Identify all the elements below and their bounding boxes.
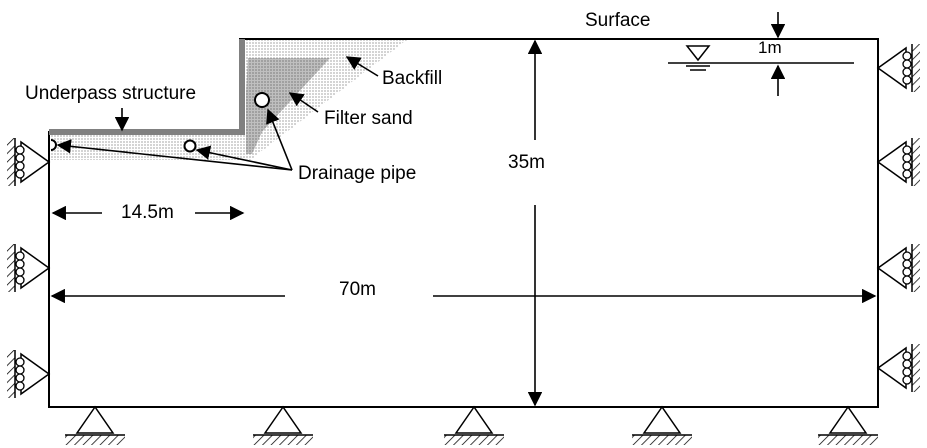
roller-support-icon <box>876 138 920 186</box>
offset-dimension-label: 14.5m <box>121 202 174 223</box>
backfill-leader <box>345 56 379 77</box>
backfill-label: Backfill <box>382 68 443 89</box>
drainage-pipe-label: Drainage pipe <box>298 163 417 184</box>
roller-support-icon <box>876 244 920 292</box>
drainage-pipe-small <box>183 139 197 153</box>
roller-support-icon <box>7 138 51 186</box>
roller-support-icon <box>7 244 51 292</box>
pin-support-icon <box>253 405 313 445</box>
surface-label: Surface <box>585 10 651 31</box>
pin-support-icon <box>65 405 125 445</box>
underpass-structure <box>49 39 245 135</box>
underpass-structure-label: Underpass structure <box>25 83 197 104</box>
drainage-pipe-large <box>254 92 270 108</box>
roller-support-icon <box>876 344 920 392</box>
filter-sand-leader <box>288 92 319 113</box>
drainage-leader-3 <box>56 139 293 171</box>
drainage-pipe-half <box>50 139 57 151</box>
pin-support-icon <box>632 405 692 445</box>
pin-support-icon <box>444 405 504 445</box>
drainage-leader-2 <box>195 145 293 171</box>
roller-support-icon <box>876 44 920 92</box>
water-table-icon <box>685 45 711 71</box>
pin-support-icon <box>818 405 878 445</box>
filter-sand-region <box>246 58 330 154</box>
width-dimension-label: 70m <box>339 279 376 300</box>
water-depth-label: 1m <box>758 38 782 57</box>
height-dimension-label: 35m <box>508 152 545 173</box>
roller-support-icon <box>7 350 51 398</box>
filter-sand-label: Filter sand <box>324 108 413 129</box>
drainage-leader-1 <box>266 108 293 171</box>
